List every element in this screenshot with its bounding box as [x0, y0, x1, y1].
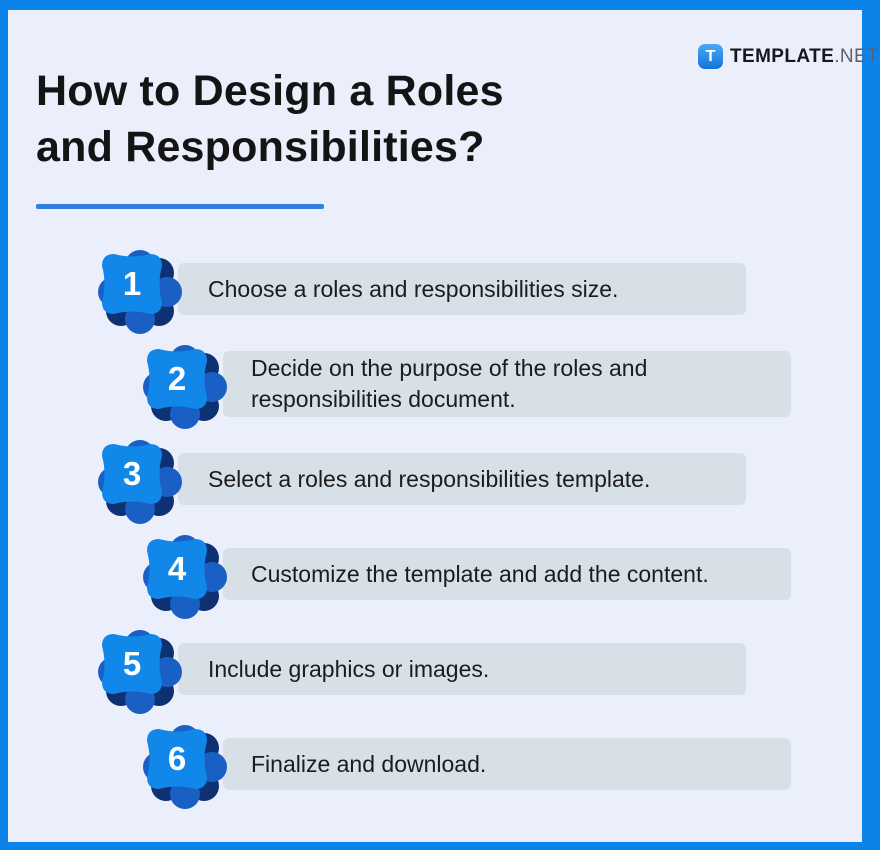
step-number-badge: 1 [92, 244, 182, 334]
step-text: Select a roles and responsibilities temp… [208, 465, 651, 492]
step-number: 4 [167, 550, 187, 587]
step-text-bar: Decide on the purpose of the roles and r… [223, 351, 791, 417]
step-number: 5 [122, 645, 142, 682]
step-text: Decide on the purpose of the roles and r… [251, 355, 648, 412]
flower-badge-icon [98, 440, 182, 524]
flower-badge-icon [143, 345, 227, 429]
step-number: 6 [167, 740, 187, 777]
page-title-line2: and Responsibilities? [36, 123, 485, 171]
flower-badge-icon [143, 725, 227, 809]
step-text-bar: Include graphics or images. [178, 643, 746, 695]
page-title: How to Design a Roles and Responsibiliti… [36, 63, 504, 175]
flower-badge-icon [98, 630, 182, 714]
step-number-badge: 6 [137, 719, 227, 809]
step-number-badge: 2 [137, 339, 227, 429]
step-number: 2 [167, 360, 187, 397]
step-number-badge: 3 [92, 434, 182, 524]
templatenet-logo[interactable]: T TEMPLATE.NET [698, 44, 879, 69]
page-title-line1: How to Design a Roles [36, 67, 504, 115]
flower-badge-icon [98, 250, 182, 334]
step-text: Finalize and download. [251, 750, 487, 777]
template-t-icon: T [698, 44, 723, 69]
flower-badge-icon [143, 535, 227, 619]
step-number: 1 [122, 265, 142, 302]
title-underline [36, 204, 324, 209]
step-number-badge: 5 [92, 624, 182, 714]
step-text: Include graphics or images. [208, 655, 490, 682]
logo-brand-light: .NET [834, 45, 880, 67]
step-text: Customize the template and add the conte… [251, 560, 709, 587]
logo-brand-bold: TEMPLATE [730, 45, 835, 67]
step-text-bar: Customize the template and add the conte… [223, 548, 791, 600]
step-text-bar: Finalize and download. [223, 738, 791, 790]
step-number-badge: 4 [137, 529, 227, 619]
step-text: Choose a roles and responsibilities size… [208, 275, 619, 302]
step-text-bar: Choose a roles and responsibilities size… [178, 263, 746, 315]
step-number: 3 [122, 455, 142, 492]
logo-wordmark: TEMPLATE.NET [730, 46, 879, 68]
step-text-bar: Select a roles and responsibilities temp… [178, 453, 746, 505]
